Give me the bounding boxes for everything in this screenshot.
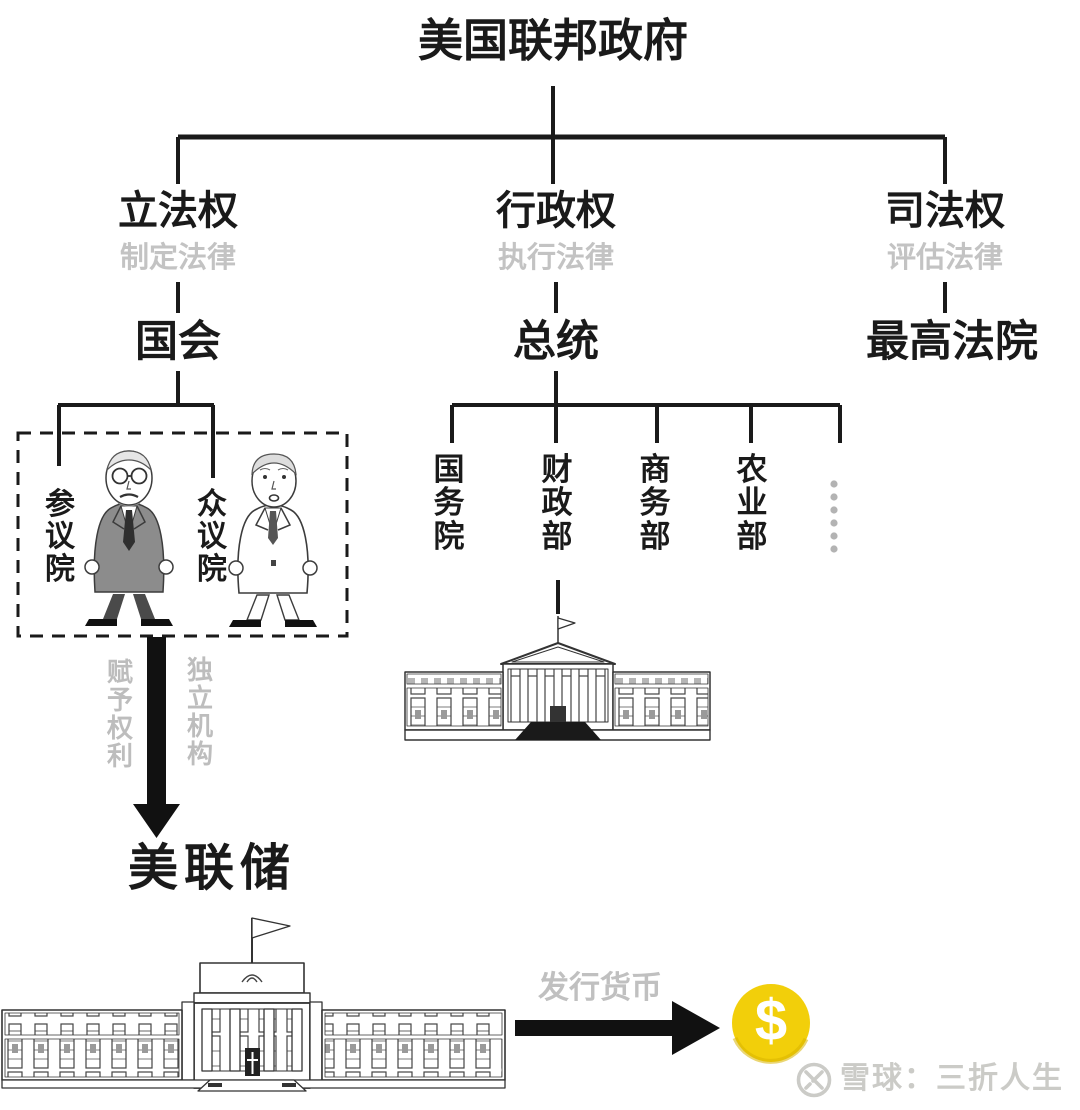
right-arrow [515, 1001, 720, 1055]
org-tree-lines [57, 86, 947, 614]
branch-executive-desc: 执行法律 [497, 242, 615, 274]
dept-state-label: 国务院 [433, 452, 465, 554]
branch-executive-label: 行政权 [496, 189, 616, 233]
down-arrow [133, 637, 180, 838]
senate-label: 参议院 [45, 488, 75, 586]
federal-reserve-building-illustration [1, 917, 506, 1092]
watermark-text: 雪球：三折人生 [840, 1062, 1064, 1095]
house-label: 众议院 [197, 488, 227, 586]
treasury-building-illustration [404, 616, 711, 741]
senator-figure [84, 450, 174, 626]
branch-legislative-label: 立法权 [118, 189, 238, 233]
ellipsis-dots-icon [830, 480, 838, 553]
dept-agriculture-label: 农业部 [736, 452, 768, 554]
congress-chambers-box [16, 431, 349, 638]
dept-commerce-label: 商务部 [639, 452, 671, 554]
xueqiu-logo-icon [796, 1062, 832, 1098]
president-label: 总统 [513, 318, 599, 366]
dollar-coin-icon [732, 984, 810, 1064]
congress-label: 国会 [135, 318, 221, 366]
branch-judicial-desc: 评估法律 [886, 242, 1004, 274]
supreme-court-label: 最高法院 [866, 318, 1038, 366]
page-title: 美国联邦政府 [417, 15, 689, 66]
dept-treasury-label: 财政部 [541, 452, 573, 554]
dollar-sign: $ [754, 988, 788, 1053]
grant-power-label: 赋予权利 [106, 657, 133, 772]
branch-legislative-desc: 制定法律 [119, 242, 237, 274]
fed-title: 美联储 [128, 840, 296, 896]
independent-agency-label: 独立机构 [186, 655, 213, 770]
issue-currency-label: 发行货币 [538, 970, 662, 1005]
branch-judicial-label: 司法权 [885, 189, 1005, 233]
representative-figure [228, 453, 318, 627]
